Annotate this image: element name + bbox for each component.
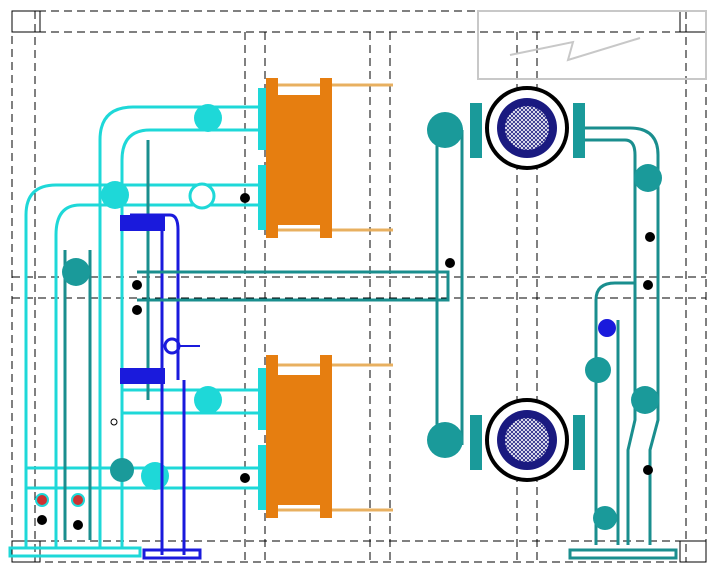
blue-bypass-pipe [120,213,202,560]
pump-top [427,86,585,170]
connector-pipe-center [137,130,464,445]
grid-lines [11,10,707,563]
return-pipe-right [568,126,678,560]
heat-exchanger-bottom [258,355,393,518]
title-block [477,10,707,80]
pressure-gauges [35,193,655,530]
heat-exchanger-top [258,78,393,238]
pump-bottom [427,398,585,482]
supply-pipe-left [8,104,262,558]
